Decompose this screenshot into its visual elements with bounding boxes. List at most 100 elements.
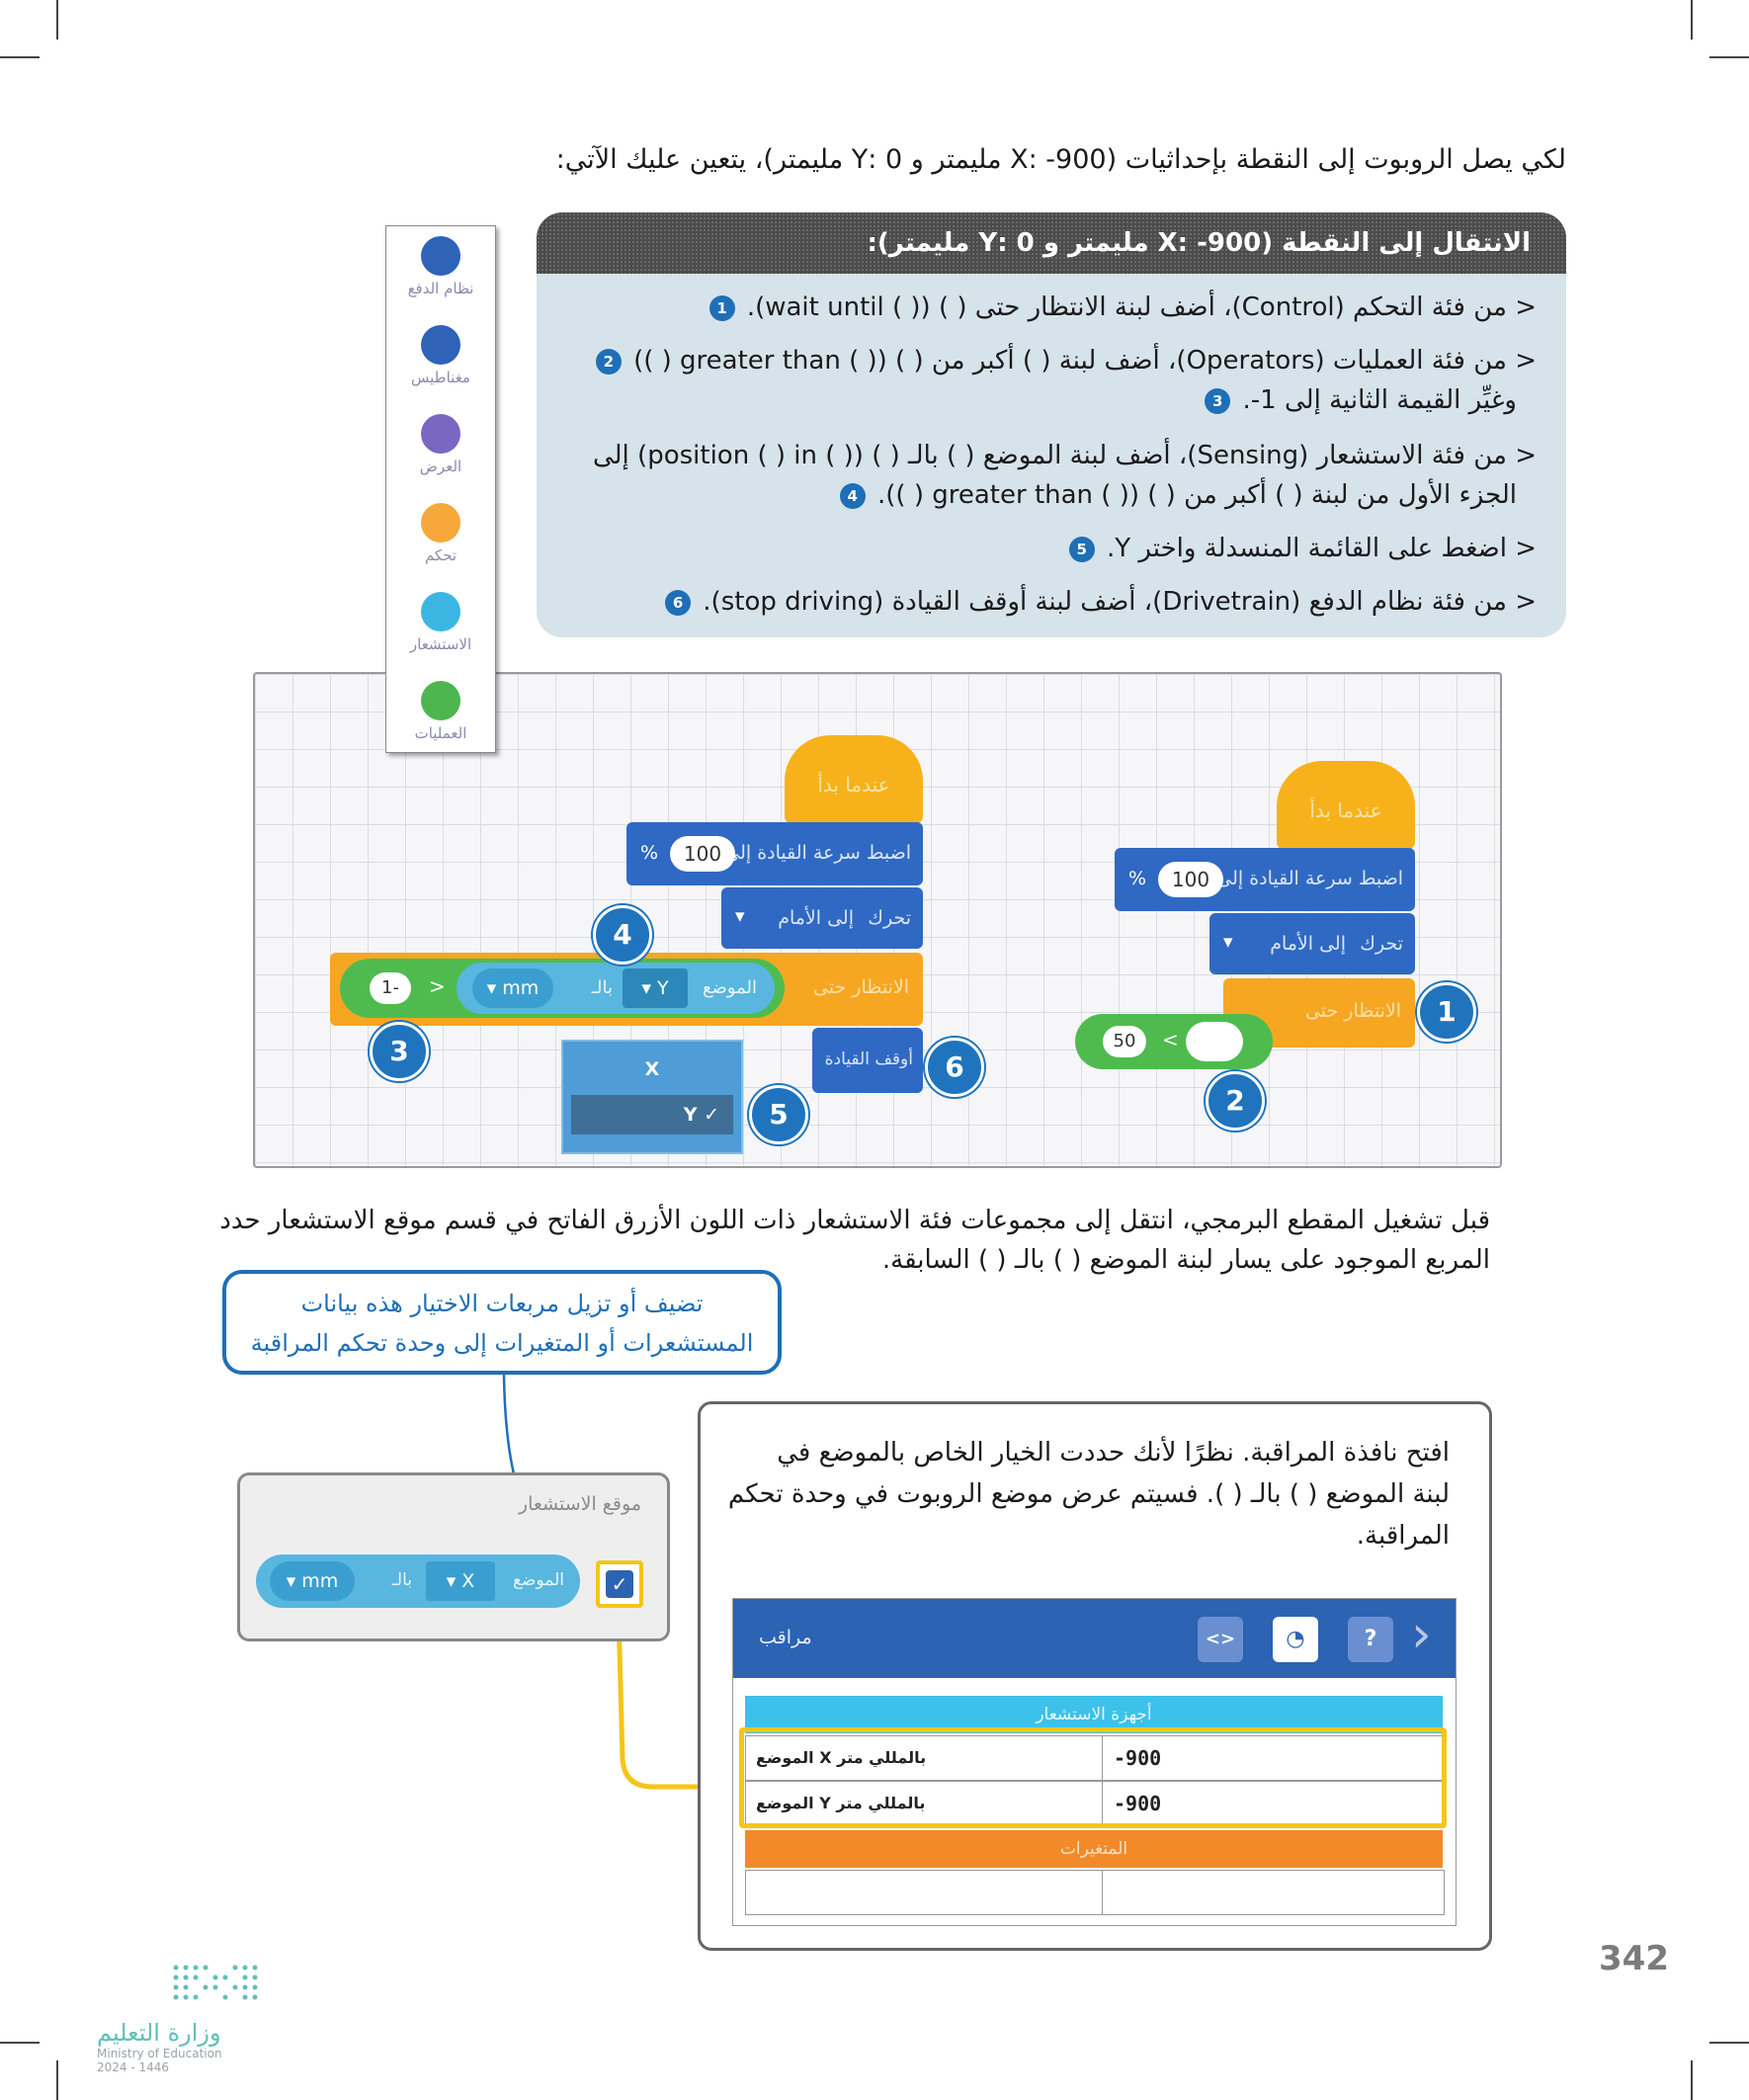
drive-block[interactable]: تحرك إلى الأمام ▾: [1209, 913, 1415, 974]
position-label: الموضع: [702, 977, 757, 998]
step-1: < من فئة التحكم (Control)، أضف لبنة الان…: [558, 288, 1537, 327]
set-speed-label: اضبط سرعة القيادة إلى: [724, 842, 911, 864]
position-label: الموضع: [513, 1570, 564, 1590]
drive-direction[interactable]: إلى الأمام: [778, 907, 854, 929]
axis-value: X: [461, 1570, 475, 1592]
row-label: الموضع Y بالمللي متر: [756, 1794, 926, 1812]
magnet-dot-icon: [421, 325, 460, 365]
category-magnet[interactable]: مغناطيس: [386, 325, 495, 386]
table-row: [745, 1870, 1445, 1915]
drive-label: تحرك: [1360, 933, 1403, 955]
set-speed-block[interactable]: اضبط سرعة القيادة إلى 100 %: [1115, 848, 1415, 911]
category-label: العمليات: [414, 724, 467, 742]
drivetrain-dot-icon: [421, 236, 460, 276]
unit-dropdown[interactable]: mm ▾: [472, 968, 553, 1008]
position-checkbox[interactable]: ✓: [596, 1560, 643, 1608]
position-block[interactable]: الموضع ▾ X بالـ ▾ mm: [256, 1554, 580, 1608]
step-2: < من فئة العمليات (Operators)، أضف لبنة …: [558, 341, 1537, 380]
unit-value: mm: [502, 977, 540, 999]
set-speed-block[interactable]: اضبط سرعة القيادة إلى 100 %: [626, 822, 923, 885]
unit-value: mm: [301, 1570, 339, 1592]
speed-value[interactable]: 100: [670, 836, 735, 872]
category-sensing[interactable]: الاستشعار: [386, 592, 495, 653]
step-4-cont: الجزء الأول من لبنة ( ) أكبر من ( ) (( )…: [539, 475, 1517, 515]
speed-value[interactable]: 100: [1158, 862, 1223, 897]
drive-block[interactable]: تحرك إلى الأمام ▾: [721, 887, 923, 949]
sensor-location-panel: موقع الاستشعار ✓ الموضع ▾ X بالـ ▾ mm: [237, 1472, 670, 1641]
step-2-cont: وغيِّر القيمة الثانية إلى 1-. 3: [539, 380, 1517, 420]
instruction-panel: الانتقال إلى النقطة (900- :X مليمتر و 0 …: [537, 212, 1566, 637]
table-row: الموضع X بالمللي متر -900: [745, 1735, 1445, 1781]
crop-mark: [1691, 0, 1693, 40]
category-display[interactable]: العرض: [386, 414, 495, 475]
crop-mark: [1691, 2060, 1693, 2100]
display-dot-icon: [421, 414, 460, 454]
check-icon: ✓: [704, 1104, 719, 1126]
in-label: بالـ: [591, 977, 613, 998]
wait-until-label: الانتظار حتى: [1304, 1000, 1401, 1022]
percent-label: %: [1128, 868, 1147, 889]
step-6: < من فئة نظام الدفع (Drivetrain)، أضف لب…: [558, 582, 1537, 622]
code-view-icon[interactable]: <>: [1198, 1617, 1243, 1662]
label-cell: الموضع X بالمللي متر: [746, 1736, 1103, 1780]
label-cell: الموضع Y بالمللي متر: [746, 1782, 1103, 1825]
greater-than-block[interactable]: -1 < الموضع Y ▾ بالـ mm ▾: [340, 959, 785, 1018]
empty-slot[interactable]: [1186, 1022, 1243, 1061]
stop-driving-block[interactable]: أوقف القيادة: [812, 1028, 923, 1093]
ministry-name-ar: وزارة التعليم: [97, 2019, 221, 2047]
chevron-right-icon[interactable]: ›: [1411, 1605, 1432, 1664]
category-label: مغناطيس: [411, 369, 470, 386]
ministry-name-en: Ministry of Education: [97, 2047, 222, 2060]
menu-item-y[interactable]: Y ✓: [571, 1095, 733, 1134]
monitor-info-box: افتح نافذة المراقبة. نظرًا لأنك حددت الخ…: [698, 1401, 1492, 1951]
axis-dropdown[interactable]: ▾ X: [426, 1561, 495, 1601]
axis-dropdown[interactable]: Y ▾: [623, 968, 688, 1008]
category-operators[interactable]: العمليات: [386, 681, 495, 742]
wait-until-block[interactable]: الانتظار حتى -1 < الموضع Y ▾ بالـ mm ▾: [330, 953, 923, 1026]
sensors-header: أجهزة الاستشعار: [745, 1696, 1443, 1733]
check-icon: ✓: [606, 1570, 633, 1598]
greater-than-block[interactable]: 50 <: [1075, 1014, 1273, 1069]
gt-left-value[interactable]: 50: [1103, 1026, 1146, 1057]
category-label: العرض: [419, 458, 462, 475]
percent-label: %: [640, 842, 659, 864]
drive-direction[interactable]: إلى الأمام: [1270, 933, 1346, 955]
marker-4: 4: [593, 905, 652, 965]
chevron-down-icon[interactable]: ▾: [1223, 931, 1233, 953]
when-started-hat[interactable]: عندما بدأ: [1277, 761, 1415, 850]
neg-one-value[interactable]: -1: [370, 972, 411, 1004]
marker-2: 2: [1206, 1071, 1265, 1131]
instruction-paragraph: قبل تشغيل المقطع البرمجي، انتقل إلى مجمو…: [176, 1201, 1490, 1280]
ministry-year: 2024 - 1446: [97, 2060, 170, 2074]
monitor-title: مراقب: [759, 1627, 812, 1648]
ministry-logo: وزارة التعليم Ministry of Education 2024…: [97, 1962, 265, 2074]
description-line: افتح نافذة المراقبة. نظرًا لأنك حددت الخ…: [777, 1438, 1450, 1468]
crop-mark: [56, 2060, 58, 2100]
menu-item-y-label: Y: [683, 1104, 698, 1126]
wait-until-label: الانتظار حتى: [812, 976, 909, 998]
category-label: تحكم: [424, 546, 458, 564]
step-5: < اضغط على القائمة المنسدلة واختر Y. 5: [558, 529, 1537, 568]
category-control[interactable]: تحكم: [386, 503, 495, 564]
marker-1: 1: [1417, 982, 1476, 1042]
help-icon[interactable]: ?: [1348, 1617, 1393, 1662]
position-block[interactable]: الموضع Y ▾ بالـ mm ▾: [457, 963, 775, 1014]
panel-title: الانتقال إلى النقطة (900- :X مليمتر و 0 …: [537, 212, 1566, 274]
monitor-description: افتح نافذة المراقبة. نظرًا لأنك حددت الخ…: [718, 1432, 1450, 1556]
menu-item-x[interactable]: X: [644, 1058, 660, 1080]
sensing-dot-icon: [421, 592, 460, 631]
crop-mark: [56, 0, 58, 40]
highlight-frame: [739, 1727, 1447, 1828]
category-label: الاستشعار: [409, 635, 472, 653]
unit-dropdown[interactable]: ▾ mm: [270, 1561, 355, 1601]
variables-header: المتغيرات: [745, 1830, 1443, 1868]
callout-line: المستشعرات أو المتغيرات إلى وحدة تحكم ال…: [250, 1329, 754, 1357]
monitor-window: مراقب <> ◔ ? › أجهزة الاستشعار الموضع X …: [732, 1598, 1457, 1926]
chevron-down-icon[interactable]: ▾: [735, 905, 745, 927]
row-label: الموضع X بالمللي متر: [756, 1748, 927, 1767]
dashboard-gauge-icon[interactable]: ◔: [1273, 1617, 1318, 1662]
axis-menu[interactable]: X Y ✓: [561, 1040, 743, 1154]
when-started-hat[interactable]: عندما بدأ: [785, 735, 923, 824]
category-drivetrain[interactable]: نظام الدفع: [386, 236, 495, 297]
code-canvas[interactable]: عندما بدأ اضبط سرعة القيادة إلى 100 % تح…: [253, 672, 1502, 1168]
